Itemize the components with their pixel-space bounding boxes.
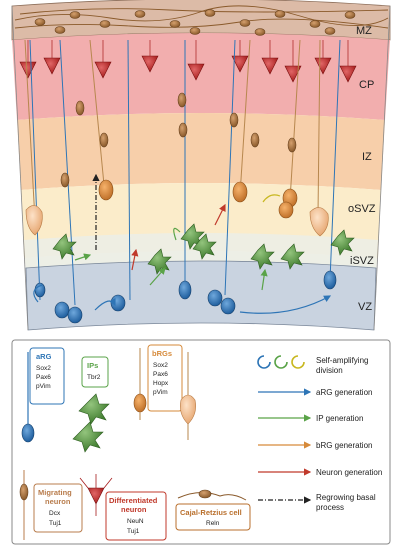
- legend-brg-generation-label: bRG generation: [316, 441, 372, 450]
- zone-label-iz: IZ: [362, 151, 372, 163]
- legend-differentiated-box: [105, 491, 167, 541]
- legend-differentiated-title-1: Differentiated: [109, 496, 158, 505]
- legend-self-amplifying-icons: [257, 355, 305, 369]
- legend-ip-cell-2: [72, 421, 104, 453]
- legend-brgs-box: [147, 344, 183, 412]
- legend-cajal-title: Cajal-Retzius cell: [180, 508, 242, 517]
- legend-ips-marker-1: Tbr2: [87, 374, 101, 381]
- legend: aRG Sox2 Pax6 pVim IPs Tbr2 bRGs Sox2 Pa…: [11, 339, 391, 545]
- zone-label-cp: CP: [359, 79, 374, 91]
- legend-differentiated-marker-1: NeuN: [127, 518, 144, 525]
- legend-ip-cell-1: [78, 393, 110, 425]
- legend-migrating-title-2: neuron: [45, 497, 71, 506]
- legend-migrating-cell: [19, 483, 29, 501]
- zone-label-osvz: oSVZ: [348, 203, 376, 215]
- osvz-brg-cells: [98, 179, 298, 219]
- legend-cajal-marker-1: Reln: [206, 520, 220, 527]
- legend-brg-cell-2: [180, 394, 196, 425]
- legend-migrating-marker-1: Dcx: [49, 510, 61, 517]
- legend-regrowing-line-1: Regrowing basal: [316, 493, 376, 502]
- legend-brgs-marker-3: Hopx: [153, 380, 169, 387]
- legend-brgs-marker-1: Sox2: [153, 362, 168, 369]
- legend-self-amplifying-line-1: Self-amplifying: [316, 356, 368, 365]
- legend-brg-cell-1: [133, 393, 147, 413]
- zone-label-mz: MZ: [356, 25, 372, 37]
- legend-migrating-marker-2: Tuj1: [49, 520, 62, 527]
- zone-label-isvz: iSVZ: [350, 255, 374, 267]
- zone-labels: MZ CP IZ oSVZ iSVZ VZ: [348, 25, 376, 313]
- zone-label-vz: VZ: [358, 301, 372, 313]
- legend-arg-marker-2: Pax6: [36, 374, 51, 381]
- legend-differentiated-marker-2: Tuj1: [127, 528, 140, 535]
- migrating-neurons: [60, 92, 297, 188]
- legend-arg-generation-label: aRG generation: [316, 388, 372, 397]
- mz-cell-bodies: [34, 9, 356, 36]
- cp-neuron-dendrites: [27, 40, 349, 66]
- legend-migrating-box: [33, 483, 83, 533]
- legend-ips-title: IPs: [87, 361, 98, 370]
- mz-cajal-cells: [14, 5, 389, 29]
- pale-brg-cells: [25, 205, 329, 237]
- legend-self-amplifying-line-2: division: [316, 366, 343, 375]
- legend-ip-generation-label: IP generation: [316, 414, 363, 423]
- legend-cajal-box: [175, 503, 251, 531]
- radial-fibers: [24, 39, 341, 306]
- legend-arg-marker-3: pVim: [36, 383, 51, 390]
- legend-migrating-title-1: Migrating: [38, 488, 72, 497]
- legend-arg-box: [29, 347, 65, 405]
- legend-brgs-marker-4: pVim: [153, 389, 168, 396]
- cortex-layers: [11, 0, 391, 331]
- legend-differentiated-title-2: neuron: [121, 505, 147, 514]
- legend-ips-box: [81, 356, 109, 388]
- lineage-arrows: [33, 173, 332, 314]
- layer-cp: [12, 33, 390, 120]
- legend-cajal-cell: [198, 489, 212, 499]
- legend-arg-title: aRG: [36, 352, 52, 361]
- legend-arg-marker-1: Sox2: [36, 365, 51, 372]
- vz-arg-cells: [34, 270, 337, 324]
- legend-regrowing-line-2: process: [316, 503, 344, 512]
- legend-brgs-marker-2: Pax6: [153, 371, 168, 378]
- legend-brgs-title: bRGs: [152, 349, 172, 358]
- legend-neuron-generation-label: Neuron generation: [316, 468, 382, 477]
- layer-iz: [17, 113, 385, 190]
- legend-arg-cell: [21, 423, 35, 443]
